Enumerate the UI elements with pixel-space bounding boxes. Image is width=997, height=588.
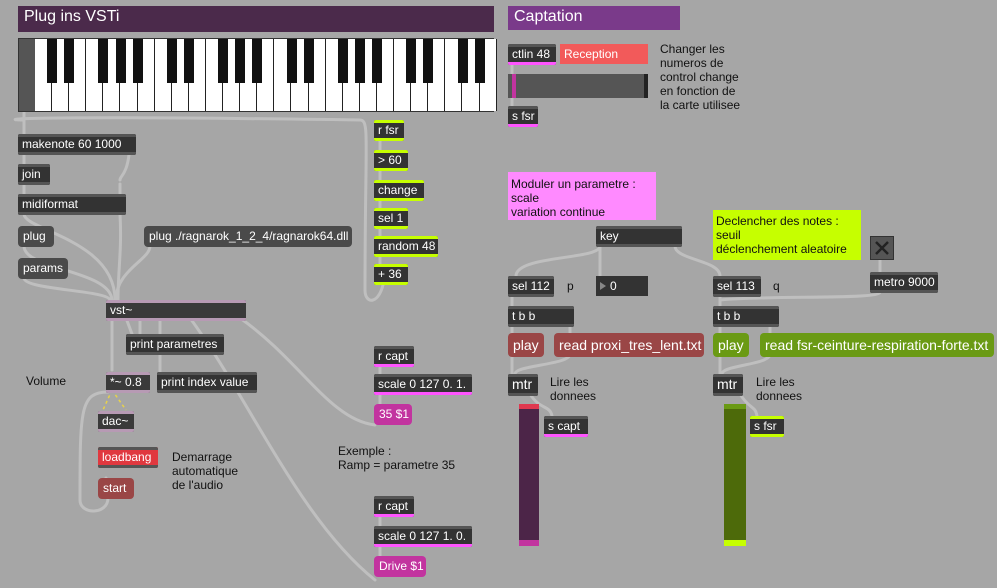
plug-message[interactable]: plug	[18, 226, 54, 247]
p-comment: p	[567, 279, 574, 293]
piano-black-key[interactable]	[303, 39, 314, 83]
plugins-header: Plug ins VSTi	[18, 6, 494, 32]
piano-key-pressed[interactable]	[19, 39, 35, 111]
makenote-object[interactable]: makenote 60 1000	[18, 134, 136, 155]
control-slider[interactable]	[508, 74, 648, 98]
select-112-object[interactable]: sel 112	[508, 276, 554, 297]
piano-black-key[interactable]	[98, 39, 109, 83]
metro-object[interactable]: metro 9000	[870, 272, 938, 293]
random-object[interactable]: random 48	[374, 236, 438, 257]
q-comment: q	[773, 279, 780, 293]
receive-fsr-object[interactable]: r fsr	[374, 120, 404, 141]
toggle[interactable]	[870, 236, 894, 260]
slider-1-top	[519, 404, 539, 409]
demarrage-comment: Demarrage automatique de l'audio	[172, 450, 239, 492]
read-message-1[interactable]: read proxi_tres_lent.txt	[554, 333, 704, 357]
drive-message[interactable]: Drive $1	[374, 556, 426, 577]
send-fsr-object-bottom[interactable]: s fsr	[750, 416, 784, 437]
change-object[interactable]: change	[374, 180, 424, 201]
trigger-object-2[interactable]: t b b	[713, 306, 779, 327]
lire-comment-2: Lire les donnees	[756, 375, 803, 403]
params-message[interactable]: params	[18, 258, 68, 279]
ctlin-object[interactable]: ctlin 48	[508, 44, 556, 65]
receive-capt-object-2[interactable]: r capt	[374, 496, 414, 517]
piano-black-key[interactable]	[457, 39, 468, 83]
piano-black-key[interactable]	[132, 39, 143, 83]
piano-black-key[interactable]	[235, 39, 246, 83]
declencher-comment-box: Declencher des notes : seuil déclencheme…	[713, 210, 861, 260]
mtr-object-2[interactable]: mtr	[713, 374, 743, 396]
volume-comment: Volume	[26, 374, 67, 388]
greater-than-object[interactable]: > 60	[374, 150, 408, 171]
dac-object[interactable]: dac~	[98, 411, 134, 432]
control-slider-knob[interactable]	[512, 74, 516, 98]
select-one-object[interactable]: sel 1	[374, 208, 408, 229]
piano-black-key[interactable]	[218, 39, 229, 83]
piano-black-key[interactable]	[47, 39, 58, 83]
read-message-2[interactable]: read fsr-ceinture-respiration-forte.txt	[760, 333, 994, 357]
start-message[interactable]: start	[98, 478, 134, 499]
scale-object-1[interactable]: scale 0 127 0. 1.	[374, 374, 472, 395]
midiformat-object[interactable]: midiformat	[18, 194, 126, 215]
slider-1-bottom	[519, 540, 539, 546]
moduler-comment-box: Moduler un parametre : scale variation c…	[508, 172, 656, 220]
exemple-comment: Exemple : Ramp = parametre 35	[338, 444, 456, 472]
select-113-object[interactable]: sel 113	[713, 276, 761, 297]
number-value: 0	[610, 279, 617, 293]
piano-black-key[interactable]	[115, 39, 126, 83]
send-capt-object[interactable]: s capt	[544, 416, 588, 437]
ramp-message[interactable]: 35 $1	[374, 404, 412, 425]
moduler-comment: Moduler un parametre : scale variation c…	[511, 177, 636, 219]
volume-multiply-object[interactable]: *~ 0.8	[106, 372, 150, 393]
trigger-object-1[interactable]: t b b	[508, 306, 574, 327]
key-object[interactable]: key	[596, 226, 682, 247]
piano-black-key[interactable]	[64, 39, 75, 83]
join-object[interactable]: join	[18, 164, 50, 185]
piano-black-key[interactable]	[183, 39, 194, 83]
changer-comment: Changer les numeros de control change en…	[660, 42, 741, 112]
piano-black-key[interactable]	[337, 39, 348, 83]
playback-slider-2[interactable]	[724, 404, 746, 546]
play-message-2[interactable]: play	[713, 333, 749, 357]
piano-black-key[interactable]	[252, 39, 263, 83]
number-triangle-icon	[600, 282, 606, 290]
control-slider-end	[644, 74, 648, 98]
reception-label: Reception	[560, 44, 648, 64]
piano-black-key[interactable]	[372, 39, 382, 83]
print-index-value-object[interactable]: print index value	[157, 372, 257, 393]
declencher-comment: Declencher des notes : seuil déclencheme…	[716, 214, 847, 256]
lire-comment-1: Lire les donnees	[550, 375, 597, 403]
piano-black-key[interactable]	[286, 39, 297, 83]
slider-2-top	[724, 404, 746, 409]
plus-object[interactable]: + 36	[374, 264, 408, 285]
send-fsr-object-top[interactable]: s fsr	[508, 106, 538, 127]
playback-slider-1[interactable]	[519, 404, 539, 546]
toggle-x-icon	[875, 241, 889, 255]
piano-black-key[interactable]	[474, 39, 485, 83]
vst-object[interactable]: vst~	[106, 300, 246, 321]
piano-black-key[interactable]	[354, 39, 365, 83]
play-message-1[interactable]: play	[508, 333, 544, 357]
receive-capt-object-1[interactable]: r capt	[374, 346, 414, 367]
piano-black-key[interactable]	[423, 39, 434, 83]
number-box[interactable]: 0	[596, 276, 648, 296]
loadbang-object[interactable]: loadbang	[98, 447, 158, 468]
piano-black-key[interactable]	[166, 39, 177, 83]
scale-object-2[interactable]: scale 0 127 1. 0.	[374, 526, 472, 547]
piano-keyboard[interactable]	[18, 38, 497, 112]
piano-black-key[interactable]	[406, 39, 417, 83]
captation-header: Captation	[508, 6, 680, 30]
mtr-object-1[interactable]: mtr	[508, 374, 538, 396]
slider-2-bottom	[724, 540, 746, 546]
print-parametres-object[interactable]: print parametres	[126, 334, 224, 355]
plug-path-message[interactable]: plug ./ragnarok_1_2_4/ragnarok64.dll	[144, 226, 352, 247]
